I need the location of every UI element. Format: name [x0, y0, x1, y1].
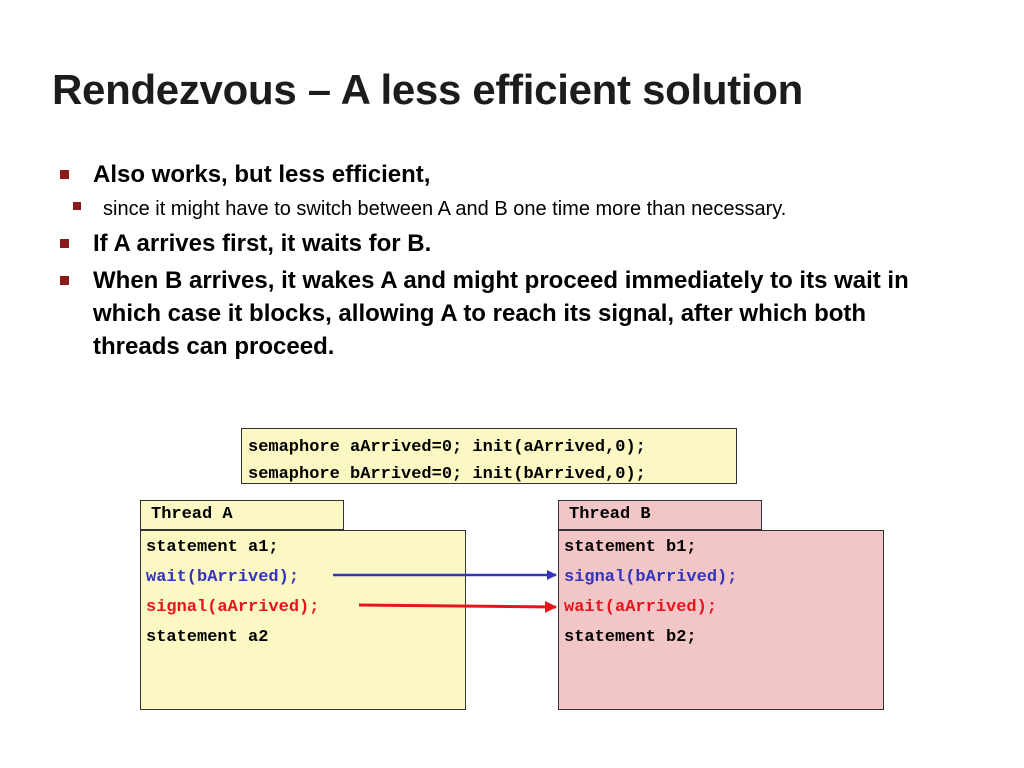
semaphore-line: semaphore bArrived=0; init(bArrived,0);	[248, 465, 646, 484]
bullet-list: Also works, but less efficient, since it…	[58, 158, 918, 367]
code-line-wait: wait(aArrived);	[564, 598, 718, 617]
bullet-item: If A arrives first, it waits for B.	[58, 227, 918, 260]
code-line: statement a2	[146, 628, 269, 647]
bullet-marker-icon	[60, 170, 69, 179]
sub-bullet-item: since it might have to switch between A …	[23, 195, 843, 223]
bullet-marker-icon	[60, 276, 69, 285]
thread-a-code: statement a1; wait(bArrived); signal(aAr…	[140, 530, 466, 710]
code-line: statement a1;	[146, 538, 279, 557]
bullet-text: When B arrives, it wakes A and might pro…	[93, 267, 909, 360]
code-line: statement b1;	[564, 538, 697, 557]
code-line: statement b2;	[564, 628, 697, 647]
slide-title: Rendezvous – A less efficient solution	[52, 66, 803, 113]
semaphore-declarations: semaphore aArrived=0; init(aArrived,0); …	[241, 428, 737, 484]
thread-a-label: Thread A	[140, 500, 344, 530]
semaphore-line: semaphore aArrived=0; init(aArrived,0);	[248, 438, 646, 457]
thread-b-label: Thread B	[558, 500, 762, 530]
bullet-text: If A arrives first, it waits for B.	[93, 230, 432, 257]
red-arrow-icon	[358, 600, 557, 613]
bullet-item: When B arrives, it wakes A and might pro…	[58, 264, 918, 363]
bullet-item: Also works, but less efficient,	[58, 158, 918, 191]
bullet-text: Also works, but less efficient,	[93, 161, 431, 188]
sub-bullet-text: since it might have to switch between A …	[103, 198, 787, 220]
sub-bullet-marker-icon	[73, 202, 81, 210]
code-line-signal: signal(bArrived);	[564, 568, 738, 587]
code-line-wait: wait(bArrived);	[146, 568, 300, 587]
code-line-signal: signal(aArrived);	[146, 598, 320, 617]
thread-b-code: statement b1; signal(bArrived); wait(aAr…	[558, 530, 884, 710]
bullet-marker-icon	[60, 239, 69, 248]
